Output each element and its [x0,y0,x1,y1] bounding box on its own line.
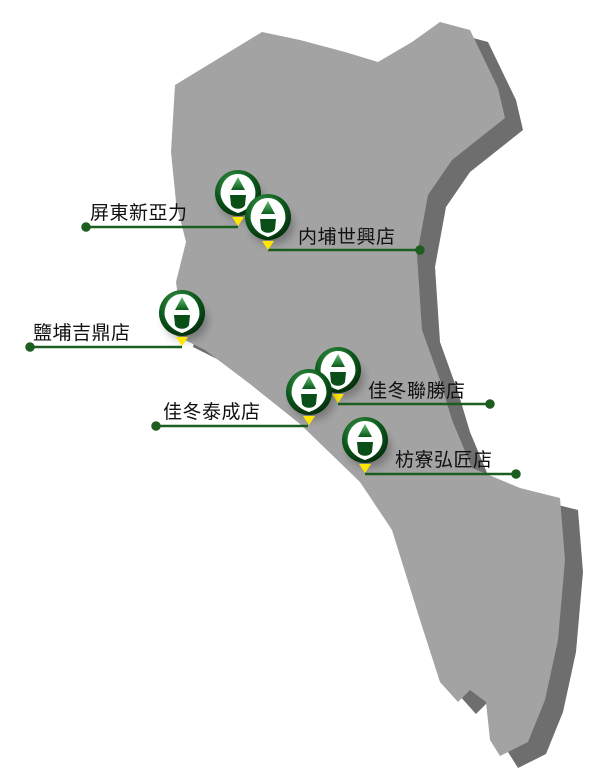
store-label[interactable]: 佳冬聯勝店 [368,380,466,402]
leader-dot [415,245,425,255]
store-label[interactable]: 内埔世興店 [298,226,396,248]
leader-dot [151,421,161,431]
leader-dot [511,469,521,479]
store-label[interactable]: 枋寮弘匠店 [395,449,493,471]
store-label[interactable]: 屏東新亞力 [90,202,188,224]
store-label[interactable]: 佳冬泰成店 [163,401,261,423]
leader-dot [81,222,91,232]
leader-dot [25,342,35,352]
store-label[interactable]: 鹽埔吉鼎店 [33,322,131,344]
leader-dot [485,399,495,409]
